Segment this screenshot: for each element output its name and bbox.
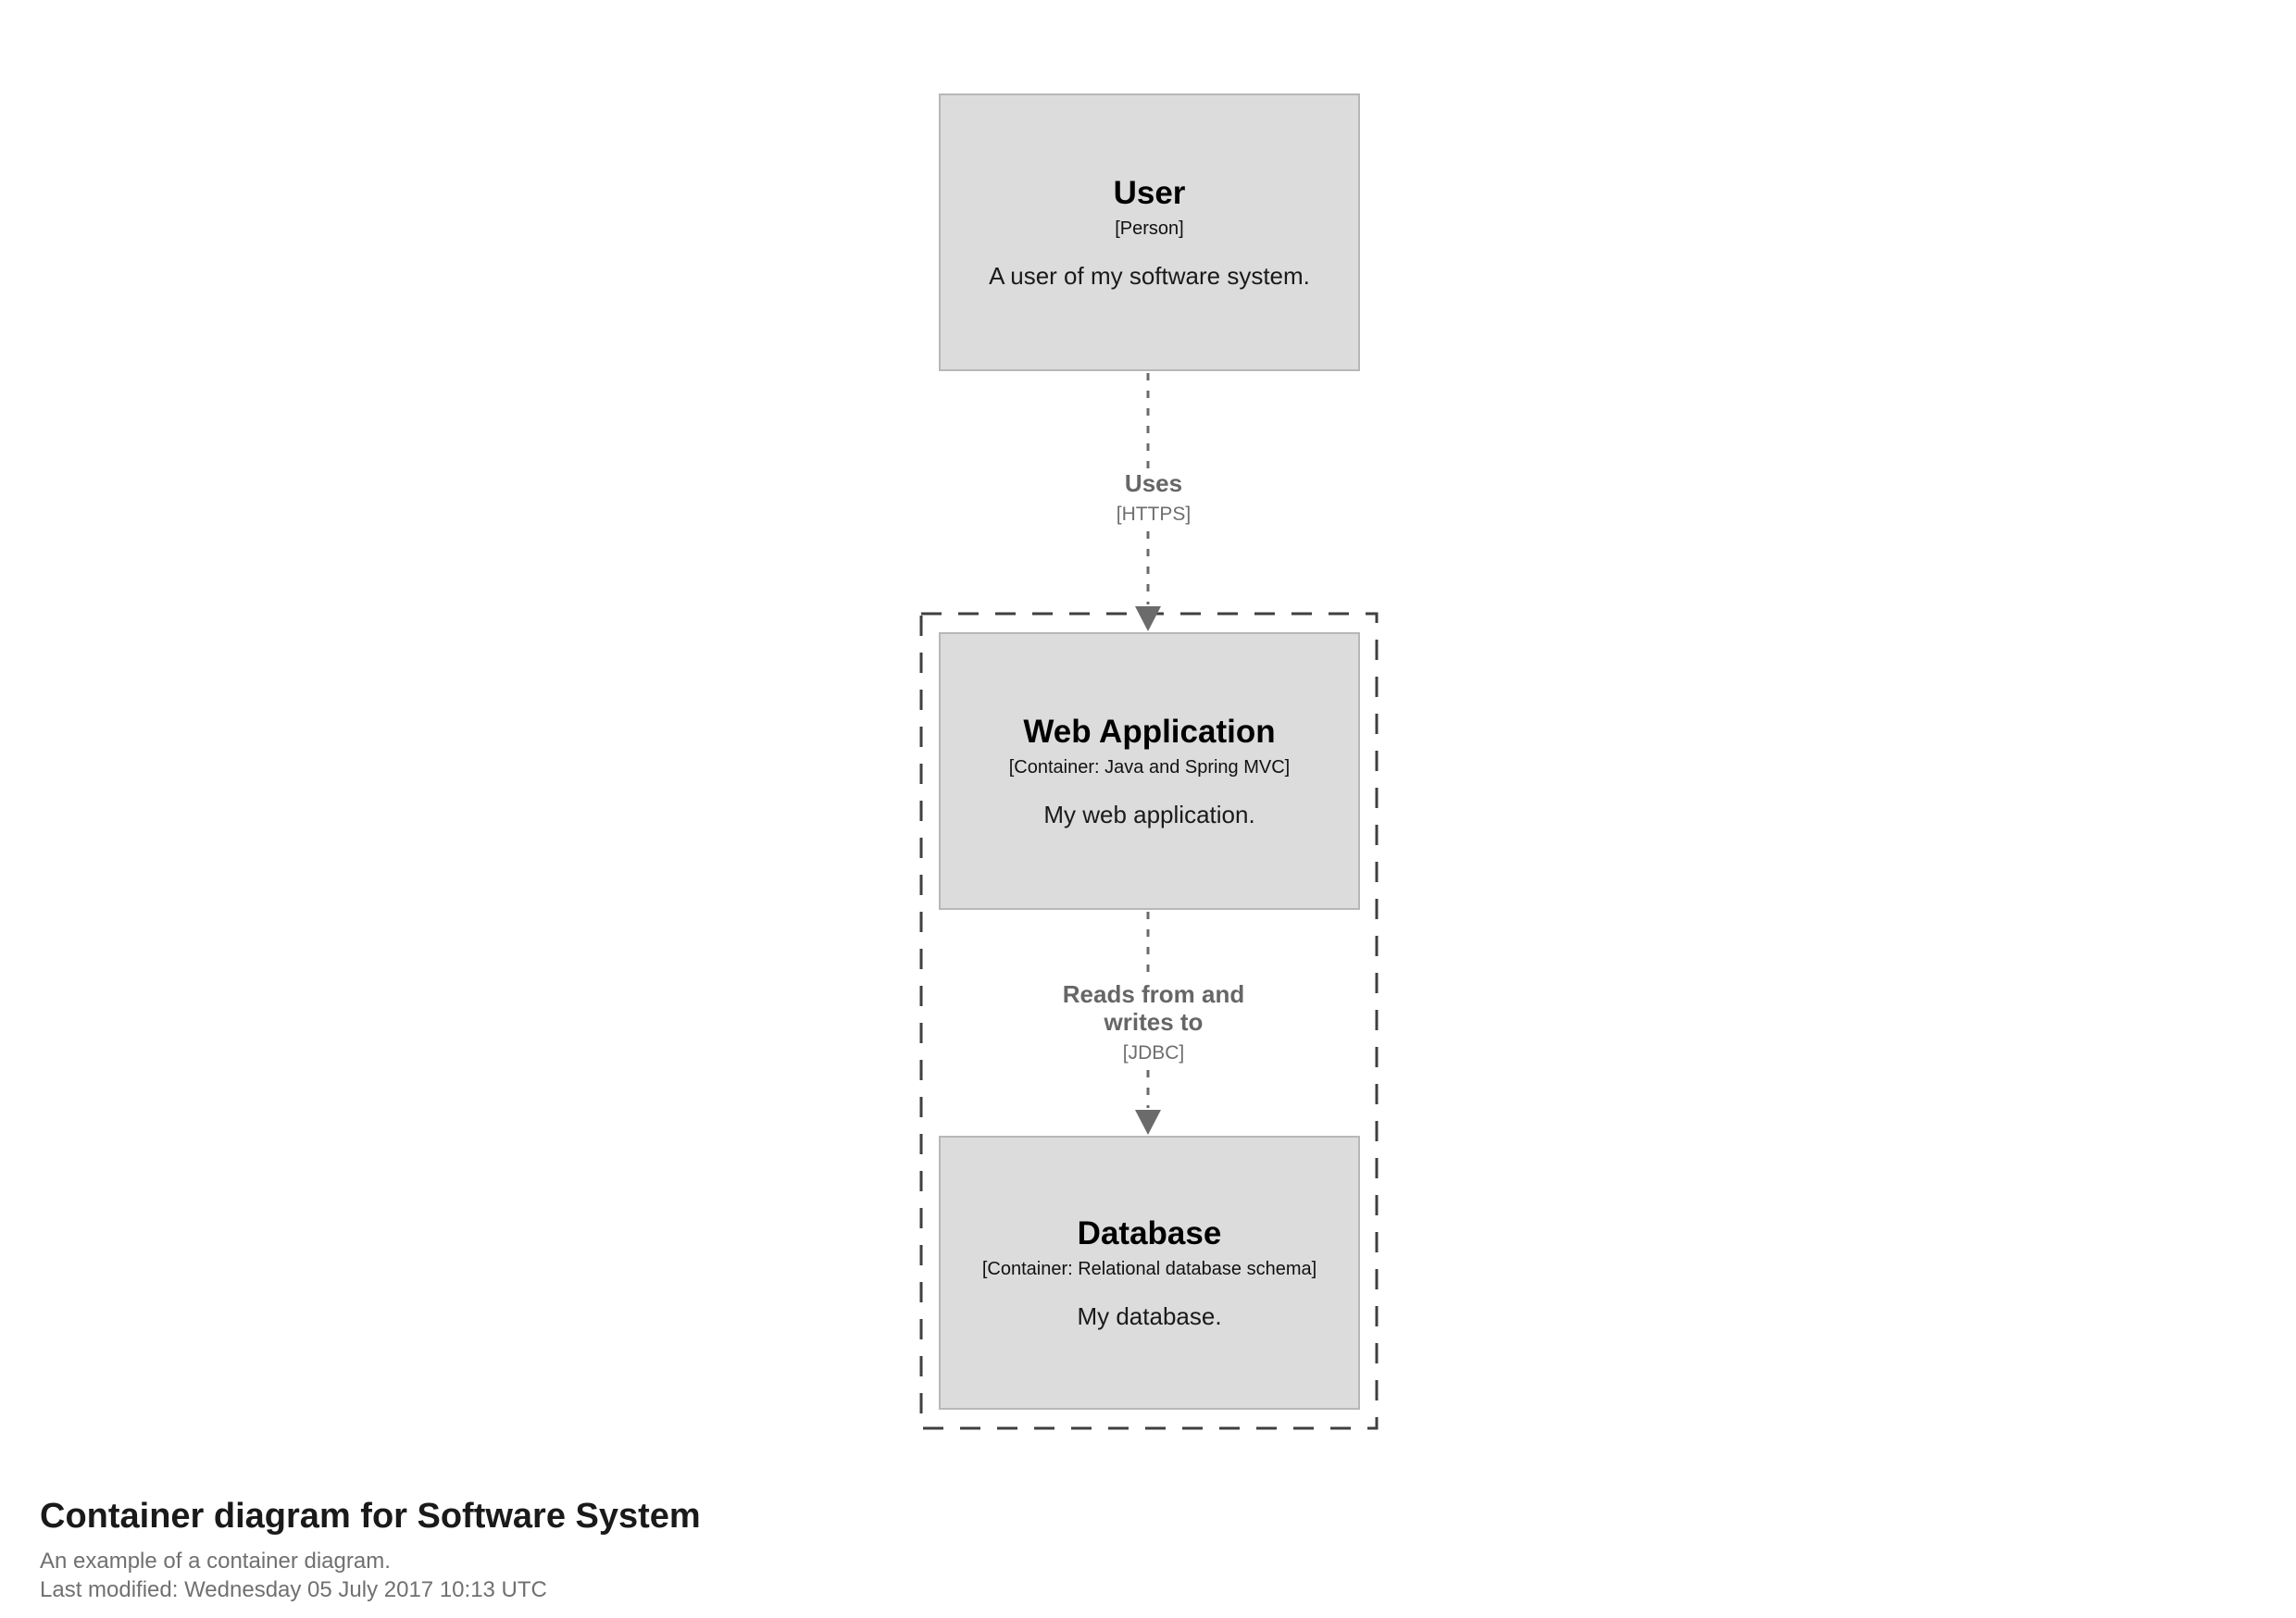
relationship-technology: [JDBC] [1122, 1041, 1185, 1064]
relationship-name: Reads from and writes to [1062, 980, 1245, 1036]
arrowhead-uses-icon [1135, 606, 1161, 631]
element-web-application[interactable]: Web Application [Container: Java and Spr… [939, 632, 1360, 910]
relationship-label-uses: Uses [HTTPS] [1055, 468, 1252, 529]
relationship-name: Uses [1124, 469, 1183, 497]
element-name: Web Application [1023, 714, 1276, 751]
diagram-description: An example of a container diagram. [40, 1548, 391, 1574]
element-description: My database. [1077, 1301, 1222, 1330]
element-metadata: [Container: Java and Spring MVC] [1008, 756, 1291, 778]
element-metadata: [Person] [1115, 218, 1184, 239]
relationship-technology: [HTTPS] [1116, 503, 1192, 525]
element-name: User [1113, 175, 1186, 212]
element-metadata: [Container: Relational database schema] [981, 1258, 1317, 1279]
diagram-last-modified: Last modified: Wednesday 05 July 2017 10… [40, 1576, 547, 1602]
diagram-title-block: Container diagram for Software System An… [40, 1496, 701, 1604]
element-description: A user of my software system. [989, 261, 1310, 290]
diagram-title: Container diagram for Software System [40, 1497, 701, 1536]
element-database[interactable]: Database [Container: Relational database… [939, 1136, 1360, 1410]
arrowhead-reads-writes-icon [1135, 1110, 1161, 1135]
element-name: Database [1077, 1215, 1222, 1252]
relationship-label-reads-writes: Reads from and writes to [JDBC] [1028, 979, 1279, 1068]
element-description: My web application. [1043, 800, 1255, 828]
element-user[interactable]: User [Person] A user of my software syst… [939, 93, 1360, 371]
